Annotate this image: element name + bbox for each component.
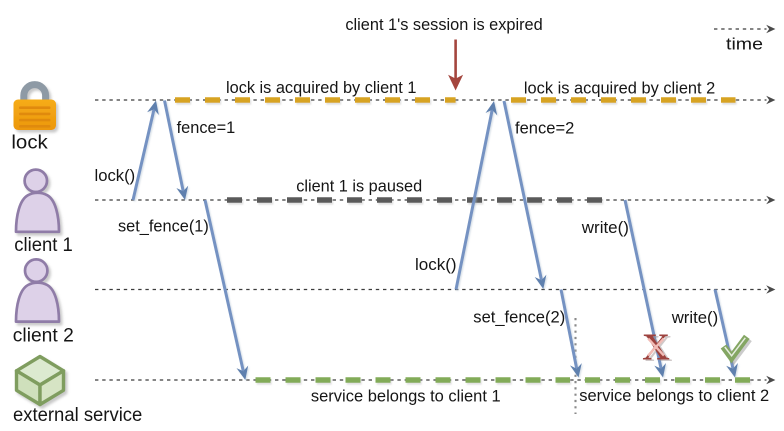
svg-text:lock(): lock() [415, 255, 457, 274]
svg-text:client 1's session is expired: client 1's session is expired [345, 15, 542, 34]
svg-text:service belongs to client 2: service belongs to client 2 [579, 386, 769, 405]
svg-text:client 1: client 1 [14, 235, 73, 256]
svg-text:external service: external service [13, 405, 142, 426]
svg-text:lock is acquired by client 2: lock is acquired by client 2 [524, 78, 715, 97]
svg-text:client 1 is paused: client 1 is paused [296, 176, 422, 195]
svg-text:lock is acquired by client 1: lock is acquired by client 1 [226, 78, 416, 97]
svg-text:time: time [726, 35, 763, 54]
svg-text:lock(): lock() [95, 166, 136, 185]
svg-text:fence=2: fence=2 [515, 118, 574, 137]
svg-text:lock: lock [11, 132, 48, 153]
svg-text:fence=1: fence=1 [177, 118, 236, 137]
svg-text:set_fence(1): set_fence(1) [118, 217, 209, 236]
svg-text:set_fence(2): set_fence(2) [473, 308, 565, 327]
svg-text:write(): write() [581, 218, 629, 237]
svg-text:service belongs to client 1: service belongs to client 1 [311, 387, 501, 406]
svg-text:write(): write() [671, 308, 718, 327]
svg-text:client 2: client 2 [13, 325, 74, 346]
